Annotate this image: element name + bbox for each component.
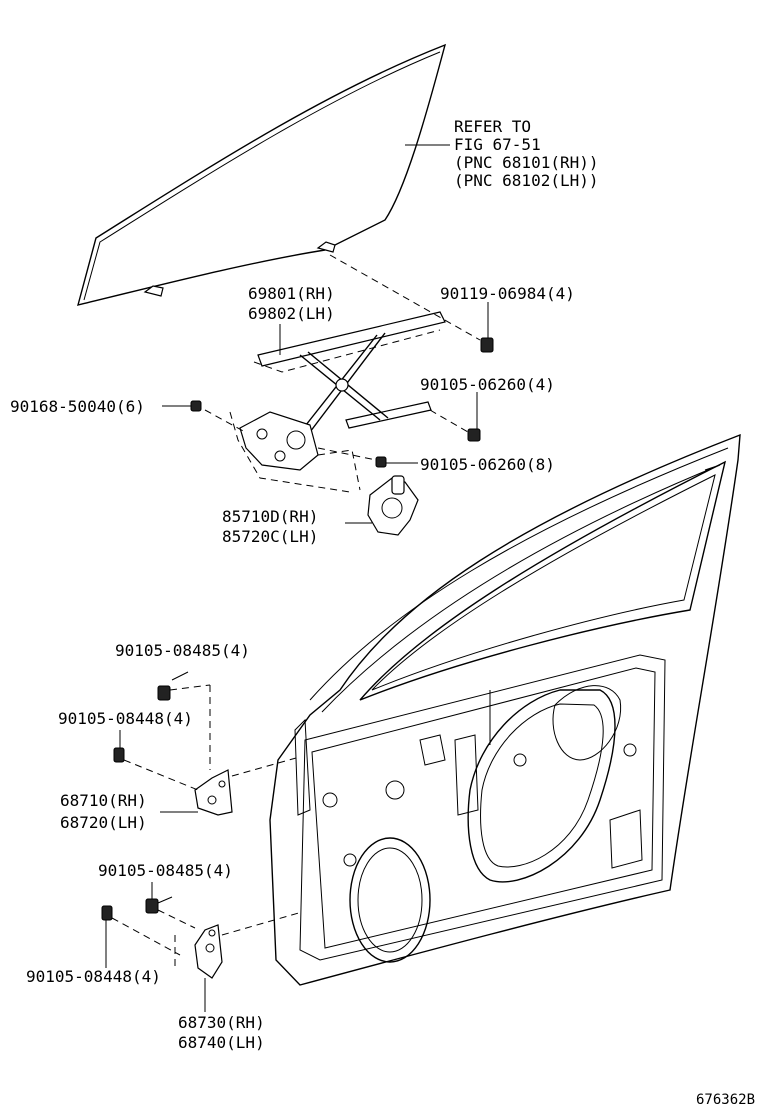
bolt-glass-label: 90119-06984(4) [440,284,575,303]
refer-label: REFER TO FIG 67-51 (PNC 68101(RH)) (PNC … [454,117,599,190]
refer-line-1: REFER TO [454,117,531,136]
lower-hinge [101,896,303,1012]
regulator-motor [345,475,419,536]
motor-label-lh: 85720C(LH) [222,527,318,546]
refer-line-3: (PNC 68101(RH)) [454,153,599,172]
bolt-motor [317,447,418,468]
regulator-label-lh: 69802(LH) [248,304,335,323]
hinge-upper-label-lh: 68720(LH) [60,813,147,832]
hinge-upper-label-rh: 68710(RH) [60,791,147,810]
hinge-upper-bolt1-label: 90105-08485(4) [115,641,250,660]
hinge-lower-bolt2-label: 90105-08448(4) [26,967,161,986]
door-glass [77,43,450,306]
door-panel [269,433,741,986]
refer-line-4: (PNC 68102(LH)) [454,171,599,190]
upper-hinge [113,671,297,816]
window-regulator [229,311,446,493]
bolt-motor-label: 90105-06260(8) [420,455,555,474]
refer-line-2: FIG 67-51 [454,135,541,154]
bolt-upper [429,392,481,442]
hinge-lower-label-rh: 68730(RH) [178,1013,265,1032]
regulator-label-rh: 69801(RH) [248,284,335,303]
motor-label-rh: 85710D(RH) [222,507,318,526]
bolt-regulator-label: 90168-50040(6) [10,397,145,416]
hinge-lower-bolt1-label: 90105-08485(4) [98,861,233,880]
figure-id: 676362B [696,1092,755,1108]
hinge-lower-label-lh: 68740(LH) [178,1033,265,1052]
bolt-upper-label: 90105-06260(4) [420,375,555,394]
bolt-glass [329,254,494,353]
hinge-upper-bolt2-label: 90105-08448(4) [58,709,193,728]
bolt-regulator [162,400,246,433]
